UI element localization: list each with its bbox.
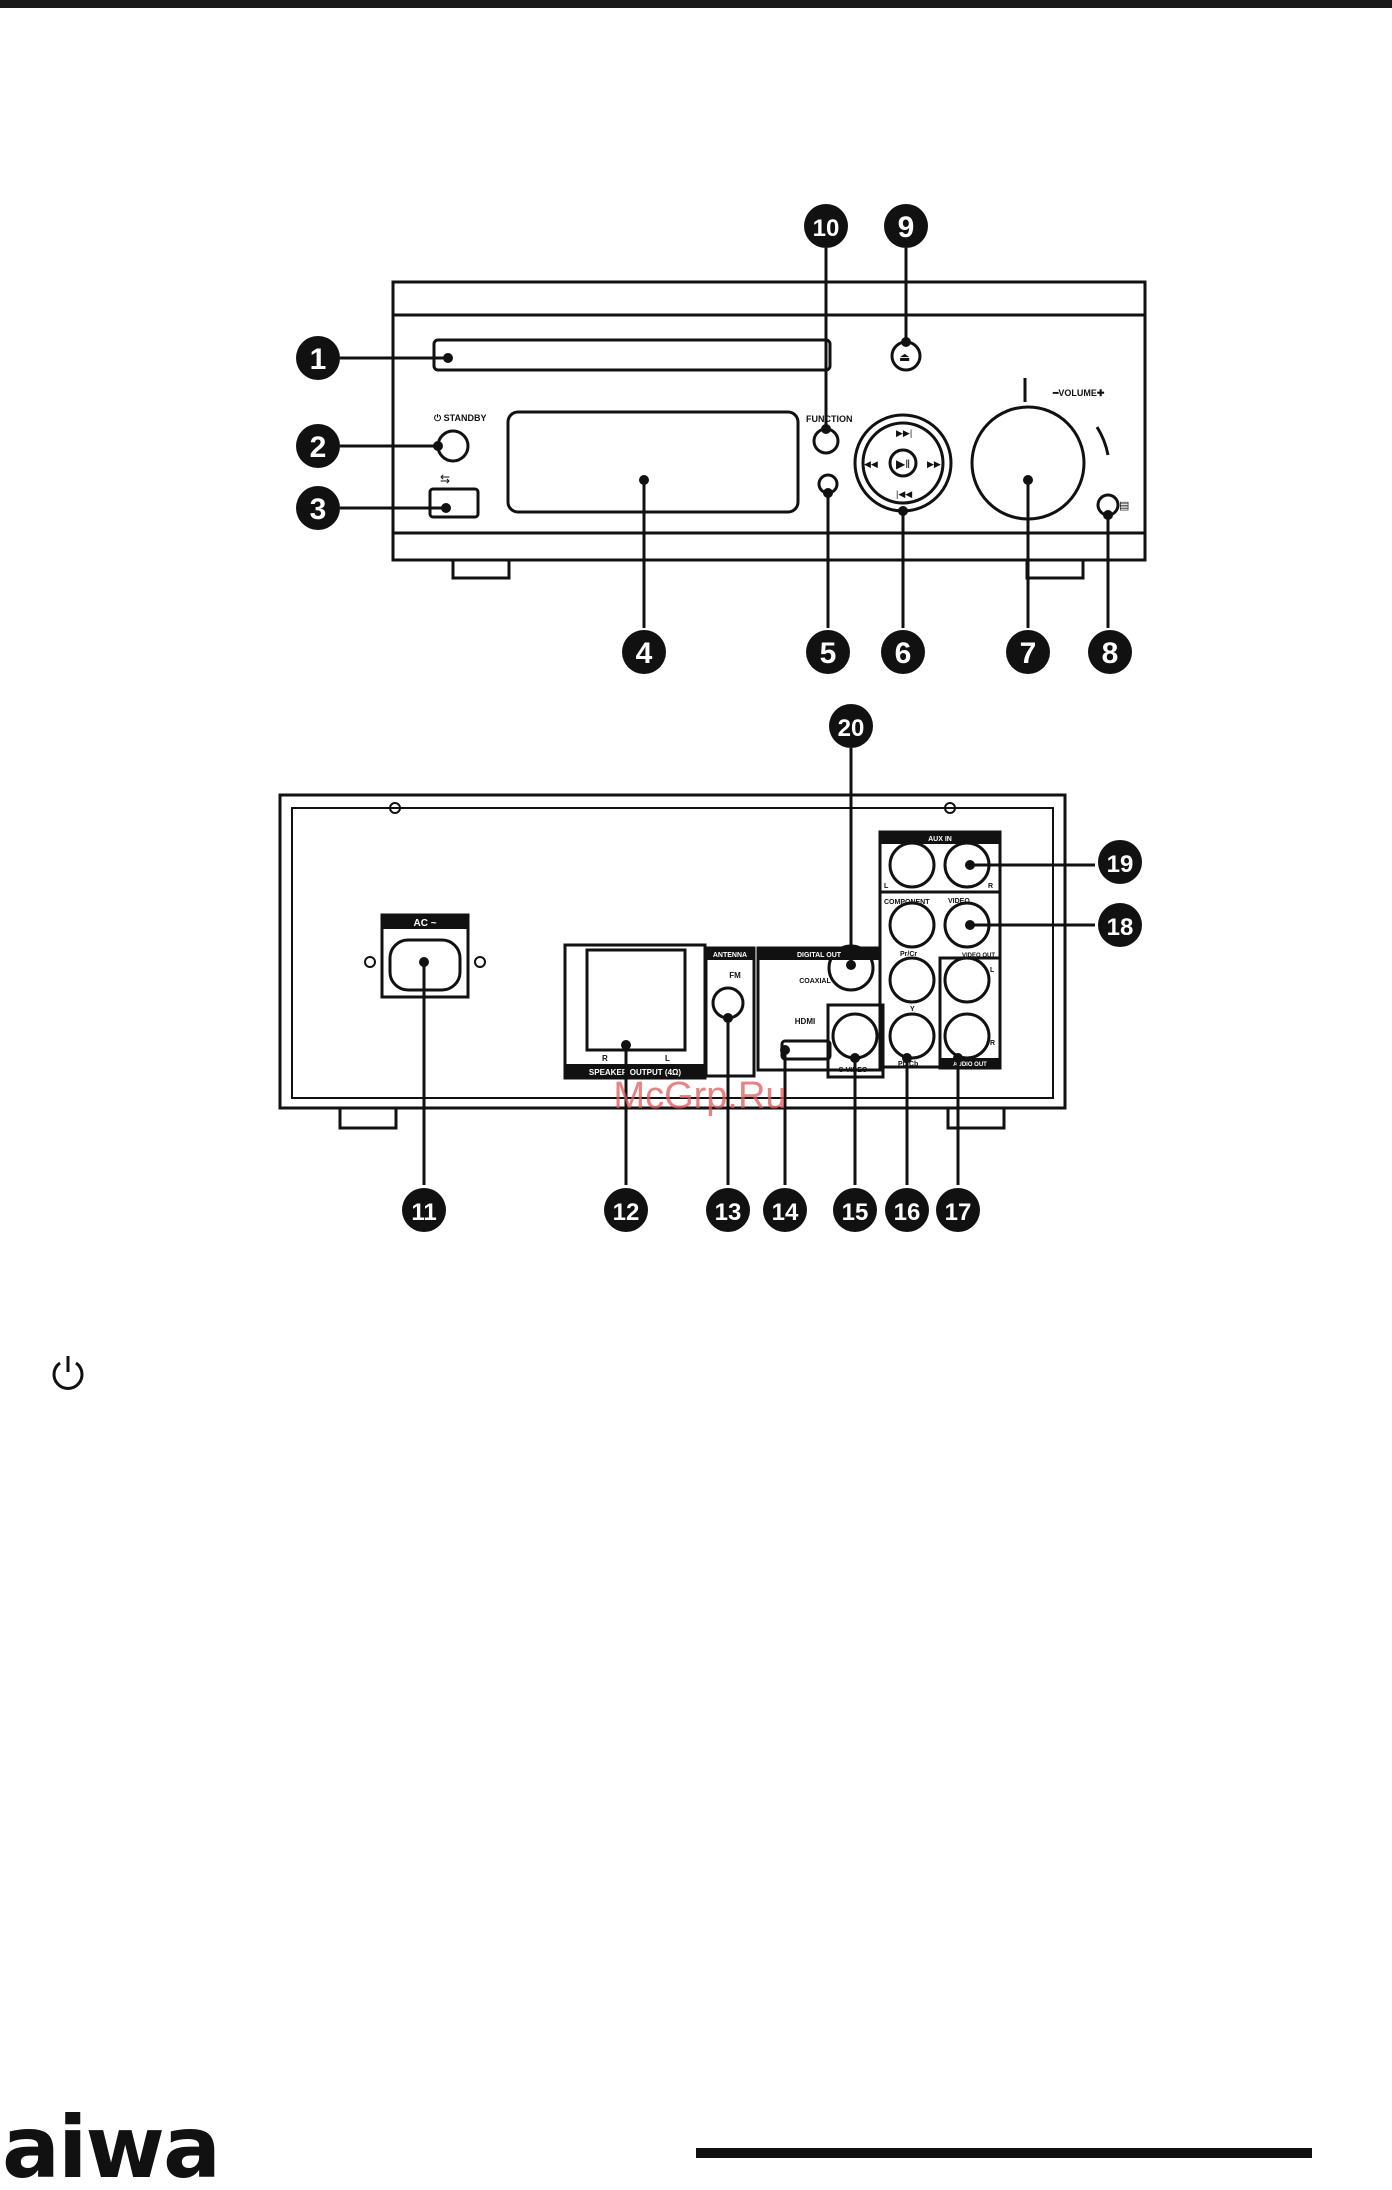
rear-foot-right	[948, 1108, 1004, 1128]
svg-text:3: 3	[310, 493, 327, 526]
rear-foot-left	[340, 1108, 396, 1128]
svg-text:AC ~: AC ~	[413, 918, 436, 929]
svg-text:11: 11	[411, 1199, 436, 1226]
pb-jack	[890, 1014, 934, 1058]
y-jack	[890, 958, 934, 1002]
svg-text:17: 17	[945, 1199, 972, 1226]
svg-text:12: 12	[613, 1199, 640, 1226]
rear-callouts: 11 12 13 14 15 16 17 18 19 20	[402, 704, 1142, 1232]
callout-16: 16	[885, 1188, 929, 1232]
svg-text:Pr/Cr: Pr/Cr	[900, 951, 917, 958]
callout-11: 11	[402, 1188, 446, 1232]
brand-logo: aiwa	[2, 2098, 219, 2190]
volume-label: ━VOLUME✚	[1052, 388, 1105, 398]
callout-9: 9	[884, 204, 928, 248]
svg-text:8: 8	[1102, 637, 1119, 670]
callout-1: 1	[296, 336, 340, 380]
svg-text:VIDEO: VIDEO	[948, 898, 970, 905]
callout-8: 8	[1088, 630, 1132, 674]
front-foot-right	[1027, 560, 1083, 578]
svg-text:6: 6	[895, 637, 912, 670]
callout-3: 3	[296, 486, 340, 530]
callout-4: 4	[622, 630, 666, 674]
svg-text:4: 4	[636, 637, 653, 670]
svg-text:L: L	[990, 967, 995, 974]
callout-15: 15	[833, 1188, 877, 1232]
footer-rule	[696, 2148, 1312, 2158]
forward-icon: ▶▶	[927, 459, 941, 469]
svg-text:10: 10	[813, 215, 840, 242]
svg-text:15: 15	[842, 1199, 869, 1226]
rewind-icon: ◀◀	[864, 459, 878, 469]
front-leader-dots	[433, 337, 1113, 520]
svg-text:16: 16	[894, 1199, 921, 1226]
svg-text:9: 9	[898, 211, 915, 244]
watermark: McGrp.Ru	[613, 1075, 786, 1117]
front-leaders	[340, 248, 1108, 628]
svg-text:DIGITAL OUT: DIGITAL OUT	[797, 952, 842, 959]
usb-port	[430, 489, 478, 517]
callout-2: 2	[296, 424, 340, 468]
svg-text:5: 5	[820, 637, 837, 670]
callout-7: 7	[1006, 630, 1050, 674]
headphone-icon: ▤	[1119, 500, 1129, 512]
power-icon	[54, 1356, 82, 1388]
prev-icon: |◀◀	[896, 489, 912, 499]
svg-text:AUX IN: AUX IN	[928, 836, 952, 843]
svg-text:2: 2	[310, 431, 327, 464]
svg-text:HDMI: HDMI	[795, 1017, 815, 1026]
svg-text:VIDEO OUT: VIDEO OUT	[962, 953, 995, 959]
volume-arrow	[1097, 427, 1108, 455]
standby-label: ⏻ STANDBY	[434, 413, 486, 423]
front-callouts: 1 2 3 4 5 6 7 8 9 10	[296, 204, 1132, 674]
audio-l-jack	[945, 958, 989, 1002]
svg-text:ANTENNA: ANTENNA	[713, 952, 747, 959]
front-panel	[393, 282, 1145, 578]
svideo-jack	[833, 1014, 877, 1058]
svg-text:R: R	[602, 1054, 608, 1063]
callout-20: 20	[829, 704, 873, 748]
digital-out-panel	[758, 948, 880, 1070]
aux-l-jack	[890, 843, 934, 887]
eject-icon: ⏏	[899, 350, 910, 364]
svg-text:18: 18	[1107, 914, 1134, 941]
svg-text:COMPONENT: COMPONENT	[884, 899, 930, 906]
callout-18: 18	[1098, 903, 1142, 947]
callout-19: 19	[1098, 840, 1142, 884]
svg-text:L: L	[884, 883, 889, 890]
svg-text:20: 20	[838, 715, 865, 742]
speaker-terminal	[587, 950, 685, 1050]
svg-text:FM: FM	[729, 971, 741, 980]
svg-text:COAXIAL: COAXIAL	[799, 978, 831, 985]
callout-6: 6	[881, 630, 925, 674]
function-label: FUNCTION	[806, 414, 853, 424]
svg-text:13: 13	[715, 1199, 742, 1226]
svg-text:14: 14	[772, 1199, 799, 1226]
svg-text:R: R	[990, 1040, 995, 1047]
callout-10: 10	[804, 204, 848, 248]
svg-text:1: 1	[310, 343, 327, 376]
svg-text:7: 7	[1020, 637, 1037, 670]
usb-icon: ⇆	[440, 472, 450, 486]
play-pause-icon: ▶‖	[896, 457, 910, 471]
front-foot-left	[453, 560, 509, 578]
svg-text:L: L	[665, 1054, 670, 1063]
callout-12: 12	[604, 1188, 648, 1232]
svg-text:S-VIDEO: S-VIDEO	[839, 1067, 868, 1074]
antenna-panel	[706, 948, 754, 1076]
callout-17: 17	[936, 1188, 980, 1232]
svg-text:R: R	[988, 883, 993, 890]
next-icon: ▶▶|	[896, 428, 912, 438]
svg-text:Y: Y	[910, 1006, 915, 1013]
pr-jack	[890, 903, 934, 947]
callout-14: 14	[763, 1188, 807, 1232]
callout-13: 13	[706, 1188, 750, 1232]
display-window	[508, 412, 798, 512]
audio-r-jack	[945, 1014, 989, 1058]
callout-5: 5	[806, 630, 850, 674]
svg-text:19: 19	[1107, 851, 1134, 878]
disc-slot	[434, 340, 830, 370]
